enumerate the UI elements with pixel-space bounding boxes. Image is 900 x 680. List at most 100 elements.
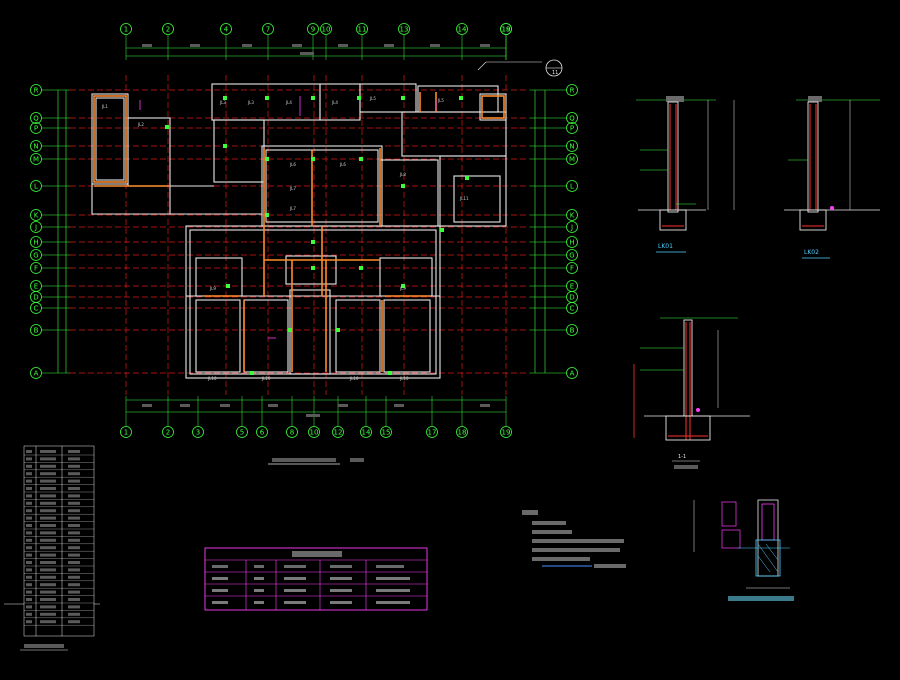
level-row-elev <box>40 561 56 564</box>
right-axis-15-label: A <box>570 369 575 377</box>
svg-text:JL9: JL9 <box>399 286 406 291</box>
top-axis-9-label: 18 <box>502 25 511 33</box>
beam-header-cell <box>212 565 228 568</box>
level-row-height <box>68 457 80 461</box>
beam-cell <box>254 589 264 592</box>
level-row-height <box>68 546 80 550</box>
level-row-num <box>26 561 32 564</box>
top-axis-1-label: 2 <box>166 25 170 33</box>
magenta-accents <box>139 96 437 339</box>
bottom-axis-4-label: 6 <box>260 428 265 436</box>
level-row-elev <box>40 598 56 601</box>
right-axis-4: M <box>566 153 578 165</box>
top-axis-5: 10 <box>320 23 332 35</box>
left-axis-3-label: N <box>33 142 38 150</box>
note-ref-number: 11 <box>552 70 558 76</box>
notes-block <box>522 510 626 568</box>
level-row-height <box>68 531 80 535</box>
level-row-height <box>68 598 80 601</box>
level-row-num <box>26 464 32 468</box>
level-row-height <box>68 494 80 498</box>
bottom-dimension-lines <box>126 399 506 413</box>
left-axis-14-label: B <box>34 326 39 334</box>
right-axis-6: K <box>566 209 578 221</box>
beam-cell <box>284 601 306 604</box>
bottom-axis-9: 15 <box>380 426 392 438</box>
level-row-num <box>26 457 32 461</box>
top-axis-2: 4 <box>220 23 232 35</box>
left-axis-0-label: R <box>34 86 39 94</box>
level-row-num <box>26 575 32 579</box>
level-row-elev <box>40 605 56 609</box>
level-row-num <box>26 531 32 535</box>
top-axis-3-label: 7 <box>266 25 270 33</box>
bottom-axis-7-label: 12 <box>334 428 343 436</box>
level-row-height <box>68 472 80 476</box>
level-row-num <box>26 546 32 550</box>
beam-cell <box>212 589 228 592</box>
level-row-num <box>26 590 32 594</box>
beam-cell <box>212 577 228 580</box>
right-axis-9: G <box>566 249 578 261</box>
right-dimension-lines <box>534 90 546 373</box>
level-row-height <box>68 568 80 572</box>
bottom-axis-12: 19 <box>500 426 512 438</box>
bottom-axis-10-label: 17 <box>428 428 437 436</box>
beam-cell <box>330 601 352 604</box>
level-row-height <box>68 583 80 587</box>
right-axis-7: J <box>566 221 578 233</box>
lk02-label: LK02 <box>804 249 819 256</box>
top-axis-4-label: 9 <box>311 25 315 33</box>
right-axis-8: H <box>566 236 578 248</box>
bottom-axis-2-label: 3 <box>196 428 200 436</box>
top-axis-8-label: 14 <box>458 25 467 33</box>
left-axis-9: G <box>30 249 42 261</box>
level-row-height <box>68 450 80 453</box>
level-row-elev <box>40 516 56 520</box>
level-row-height <box>68 464 80 468</box>
bottom-axis-0: 1 <box>120 426 132 438</box>
left-axis-14: B <box>30 324 42 336</box>
bottom-axis-8: 14 <box>360 426 372 438</box>
beam-cell <box>376 577 410 580</box>
level-row-height <box>68 575 80 579</box>
top-axis-5-label: 10 <box>322 25 331 33</box>
note-ref: 11 <box>477 59 563 77</box>
left-axis-7: J <box>30 221 42 233</box>
right-axis-10: F <box>566 262 578 274</box>
beam-header-cell <box>254 565 264 568</box>
left-axis-6: K <box>30 209 42 221</box>
svg-text:JL10: JL10 <box>399 376 409 381</box>
level-row-elev <box>40 524 56 527</box>
right-axis-2-label: P <box>570 124 574 132</box>
bottom-axis-0-label: 1 <box>124 428 128 436</box>
top-axis-0-label: 1 <box>124 25 128 33</box>
orange-beams <box>93 92 505 372</box>
level-row-height <box>68 538 80 542</box>
bottom-axis-3: 5 <box>236 426 248 438</box>
level-row-height <box>68 509 80 513</box>
bottom-axis-1-label: 2 <box>166 428 170 436</box>
left-axis-11: E <box>30 280 42 292</box>
right-axis-2: P <box>566 122 578 134</box>
level-row-elev <box>40 575 56 579</box>
section-1-1: 1-1 <box>633 317 750 469</box>
bottom-axis-6: 10 <box>308 426 320 438</box>
top-axis-6-label: 11 <box>358 25 367 33</box>
right-axis-12-label: D <box>569 293 574 301</box>
left-dimension-lines <box>57 90 67 373</box>
svg-text:JL11: JL11 <box>459 196 469 201</box>
plan-title <box>268 458 364 465</box>
left-axis-2-label: P <box>34 124 38 132</box>
left-axis-15-label: A <box>34 369 39 377</box>
level-row-elev <box>40 568 56 572</box>
level-row-height <box>68 516 80 520</box>
level-row-height <box>68 561 80 564</box>
level-row-num <box>26 450 32 453</box>
beam-header-cell <box>376 565 404 568</box>
level-row-num <box>26 538 32 542</box>
left-axis-2: P <box>30 122 42 134</box>
